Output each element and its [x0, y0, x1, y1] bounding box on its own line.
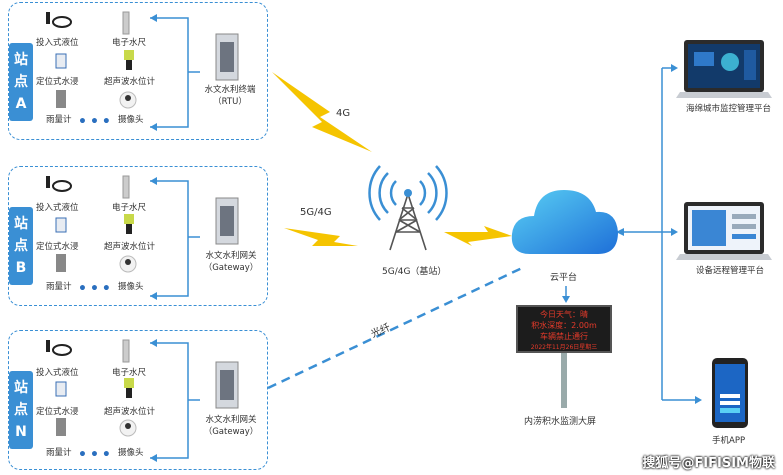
cloud-icon	[511, 190, 618, 254]
device-label: 电子水尺	[112, 203, 147, 213]
camera-icon	[125, 423, 131, 429]
bolt-b	[284, 228, 358, 246]
ultrasonic-icon	[126, 388, 132, 398]
device-label: 投入式液位	[36, 368, 79, 378]
sign-pole	[561, 352, 567, 408]
level-sensor-icon	[46, 340, 50, 352]
ultrasonic-icon	[124, 378, 134, 388]
phone-icon	[712, 358, 748, 428]
platform-2-label: 设备远程管理平台	[696, 266, 765, 276]
station-b-bracket	[150, 180, 189, 297]
more-dots: •••	[78, 447, 114, 463]
device-label: 电子水尺	[112, 368, 147, 378]
device-label: 摄像头	[118, 448, 144, 458]
more-dots: •••	[78, 281, 114, 297]
device-label: 定位式水浸	[36, 77, 79, 87]
platform-3-label: 手机APP	[712, 436, 746, 446]
link-b-label: 5G/4G	[300, 207, 332, 218]
device-label: 摄像头	[118, 115, 144, 125]
ultrasonic-icon	[126, 60, 132, 70]
gateway-icon	[220, 370, 234, 400]
device-label: 投入式液位	[36, 203, 79, 213]
level-sensor-icon	[46, 176, 50, 188]
device-label: 超声波水位计	[104, 77, 156, 87]
device-label: 超声波水位计	[104, 407, 156, 417]
link-a-label: 4G	[336, 108, 351, 119]
level-sensor-icon	[52, 16, 72, 28]
water-ruler-icon	[122, 11, 130, 35]
rain-gauge-icon	[56, 254, 66, 272]
monitor-2-icon	[676, 202, 772, 260]
water-ruler-icon	[122, 339, 130, 363]
ultrasonic-icon	[126, 224, 132, 234]
level-sensor-icon	[52, 180, 72, 192]
gateway-b-label: 水文水利网关（Gateway）	[203, 251, 259, 273]
ultrasonic-icon	[124, 50, 134, 60]
sign-label: 内涝积水监测大屏	[524, 417, 597, 427]
level-sensor-icon	[46, 12, 50, 24]
level-sensor-icon	[52, 344, 72, 356]
watermark: 搜狐号@FIFISIM物联	[642, 456, 775, 471]
bolt-a	[272, 72, 372, 152]
device-label: 雨量计	[46, 448, 72, 458]
cloud-label: 云平台	[550, 273, 578, 283]
device-label: 电子水尺	[112, 38, 147, 48]
flood-sensor-icon	[55, 217, 67, 233]
camera-icon	[125, 259, 131, 265]
ultrasonic-icon	[124, 214, 134, 224]
camera-icon	[125, 95, 131, 101]
fiber-link	[267, 266, 523, 390]
gateway-icon	[220, 206, 234, 236]
device-label: 定位式水浸	[36, 242, 79, 252]
device-label: 超声波水位计	[104, 242, 156, 252]
monitor-1-icon	[676, 40, 772, 98]
gateway-icon	[220, 42, 234, 72]
bolt-tower-cloud	[444, 226, 512, 246]
led-screen: 今日天气：晴 积水深度：2.00m 车辆禁止通行 2022年11月26日星期三	[516, 305, 612, 353]
rain-gauge-icon	[56, 418, 66, 436]
water-ruler-icon	[122, 175, 130, 199]
device-label: 投入式液位	[36, 38, 79, 48]
gateway-n-label: 水文水利网关（Gateway）	[203, 415, 259, 437]
device-label: 摄像头	[118, 282, 144, 292]
tower-label: 5G/4G（基站）	[382, 267, 447, 277]
device-label: 雨量计	[46, 115, 72, 125]
device-label: 定位式水浸	[36, 407, 79, 417]
gateway-a-label: 水文水利终端（RTU）	[204, 85, 256, 107]
flood-sensor-icon	[55, 381, 67, 397]
device-label: 雨量计	[46, 282, 72, 292]
more-dots: •••	[78, 114, 114, 130]
platform-1-label: 海绵城市监控管理平台	[686, 104, 772, 114]
flood-sensor-icon	[55, 53, 67, 69]
rain-gauge-icon	[56, 90, 66, 108]
